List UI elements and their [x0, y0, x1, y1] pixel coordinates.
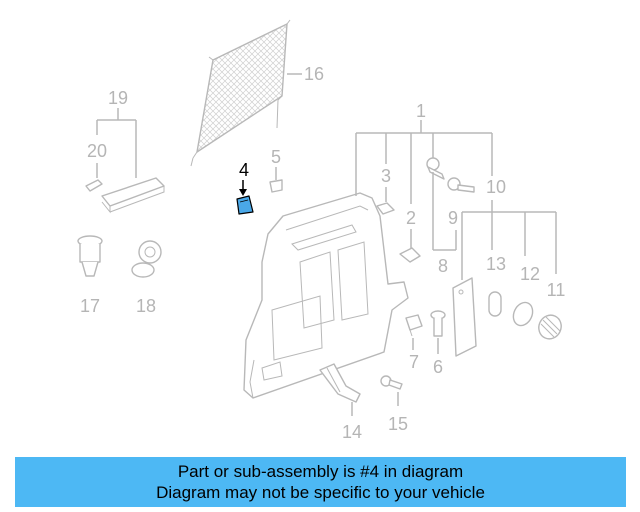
- callout-10: 10: [486, 177, 506, 197]
- callout-15: 15: [388, 414, 408, 434]
- callout-20: 20: [87, 141, 107, 161]
- callout-18: 18: [136, 296, 156, 316]
- part-2-clip[interactable]: [399, 247, 421, 263]
- callout-8-bracket: [432, 172, 457, 251]
- callout-2: 2: [406, 208, 416, 228]
- callout-4-arrow: [239, 180, 247, 196]
- part-10-cover-plate[interactable]: [452, 277, 477, 357]
- part-17-fastener[interactable]: [77, 235, 103, 277]
- info-banner: Part or sub-assembly is #4 in diagram Di…: [15, 457, 626, 507]
- part-18-cap[interactable]: [131, 240, 162, 278]
- callout-16: 16: [304, 64, 324, 84]
- part-12-cap[interactable]: [510, 299, 536, 328]
- parts-diagram: 16 19 20 17 18 4 5: [77, 19, 566, 442]
- part-8-screw[interactable]: [426, 157, 445, 180]
- part-11-cap[interactable]: [535, 311, 565, 342]
- part-13-seal[interactable]: [488, 291, 502, 317]
- callout-19: 19: [108, 88, 128, 108]
- callout-8: 8: [438, 256, 448, 276]
- callout-14: 14: [342, 422, 362, 442]
- part-19-bracket[interactable]: [101, 177, 165, 214]
- callout-12: 12: [520, 264, 540, 284]
- callout-7: 7: [409, 352, 419, 372]
- part-9-screw[interactable]: [447, 177, 475, 193]
- callout-4: 4: [239, 160, 249, 180]
- callout-19-group: [96, 108, 137, 178]
- callout-10-bracket: [461, 200, 557, 280]
- callout-5: 5: [271, 147, 281, 167]
- part-1-quarter-trim-panel[interactable]: [243, 192, 409, 399]
- part-5-clip[interactable]: [269, 179, 283, 193]
- part-3-clip[interactable]: [376, 202, 395, 215]
- callout-17: 17: [80, 296, 100, 316]
- callout-3: 3: [381, 166, 391, 186]
- part-20-clip[interactable]: [85, 179, 103, 192]
- part-15-bolt[interactable]: [380, 375, 403, 390]
- callout-6: 6: [433, 357, 443, 377]
- callout-1: 1: [416, 101, 426, 121]
- callout-9: 9: [448, 208, 458, 228]
- part-16-cargo-net[interactable]: [190, 19, 302, 167]
- callout-13: 13: [486, 254, 506, 274]
- part-6-bolt[interactable]: [430, 310, 446, 337]
- callout-1-bracket: [355, 120, 493, 204]
- banner-line-1: Part or sub-assembly is #4 in diagram: [177, 462, 464, 481]
- part-4-trim-piece[interactable]: [236, 195, 254, 215]
- part-7-clip[interactable]: [405, 314, 423, 337]
- part-14-bracket[interactable]: [319, 363, 361, 403]
- callout-11: 11: [547, 280, 566, 300]
- banner-line-2: Diagram may not be specific to your vehi…: [156, 483, 485, 502]
